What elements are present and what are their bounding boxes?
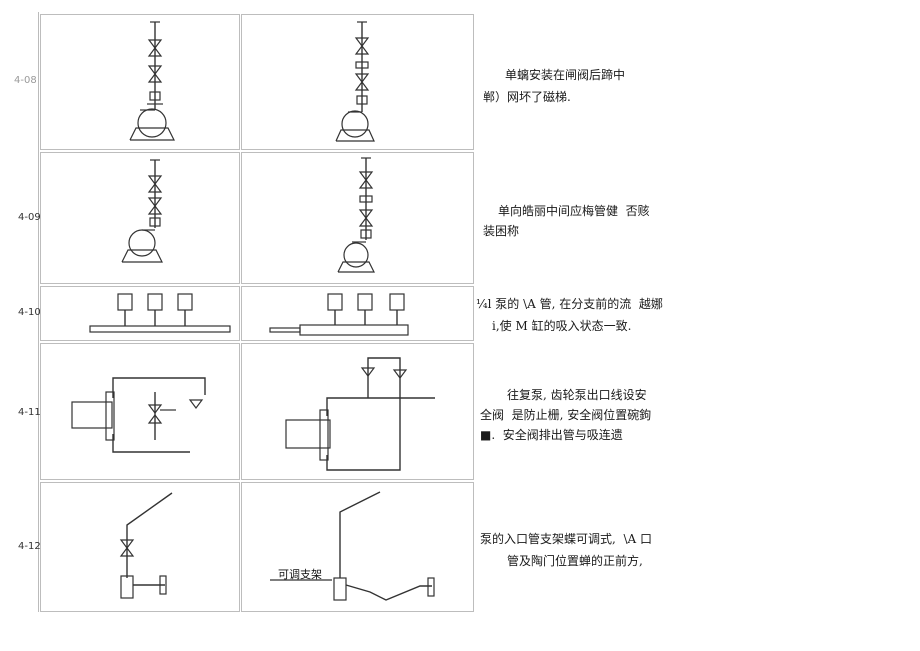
note-4-11-line3: ■. 安全阀排出管与吸连遗 xyxy=(480,428,623,442)
drawing-4-08-right xyxy=(335,21,375,142)
row-id-4-08: 4-08 xyxy=(14,75,37,86)
cell-4-08-right xyxy=(241,14,474,150)
label-adjustable-support: 可调支架 xyxy=(278,568,322,581)
note-4-12-line1: 泵的入口管支架蝶可调式, \A 口 xyxy=(480,532,652,546)
drawing-4-08-wrong xyxy=(129,21,175,141)
row-id-4-09: 4-09 xyxy=(18,212,41,223)
drawing-4-12-wrong xyxy=(119,492,173,599)
note-4-09-line2: 装困称 xyxy=(483,224,520,238)
note-4-10-line2: i,使 M 缸的吸入状态一致. xyxy=(492,319,632,333)
cell-4-08-wrong xyxy=(40,14,240,150)
row-id-4-10: 4-10 xyxy=(18,307,41,318)
note-4-10-line1: ¼l 泵的 \A 管, 在分支前的流 越娜 xyxy=(476,297,663,311)
note-4-11-line1: 往复泵, 齿轮泵出口线设安 xyxy=(507,388,647,402)
drawing-4-10-wrong xyxy=(89,293,231,333)
note-4-08-line2: 郸）网坏了磁梯. xyxy=(483,90,571,104)
note-4-12-line2: 管及陶门位置蝉的正前方, xyxy=(507,554,643,568)
drawing-4-11-right xyxy=(285,357,435,471)
note-4-11-line2: 全阀 是防止栅, 安全阀位置碗鉤 xyxy=(480,408,652,422)
row-id-4-11: 4-11 xyxy=(18,407,41,418)
cell-4-11-wrong xyxy=(40,343,240,480)
row-id-4-12: 4-12 xyxy=(18,541,41,552)
drawing-4-09-wrong xyxy=(121,159,163,263)
drawing-4-09-right xyxy=(337,157,375,273)
drawing-4-12-right xyxy=(270,491,435,601)
drawing-4-10-right xyxy=(269,293,409,336)
note-4-08-line1: 单螭安装在闸阀后蹄中 xyxy=(505,68,626,82)
drawing-4-11-wrong xyxy=(71,377,206,453)
left-border xyxy=(38,12,39,612)
cell-4-12-wrong xyxy=(40,482,240,612)
cell-4-11-right xyxy=(241,343,474,480)
note-4-09-line1: 单向皓丽中间应梅管健 否赅 xyxy=(498,204,650,218)
